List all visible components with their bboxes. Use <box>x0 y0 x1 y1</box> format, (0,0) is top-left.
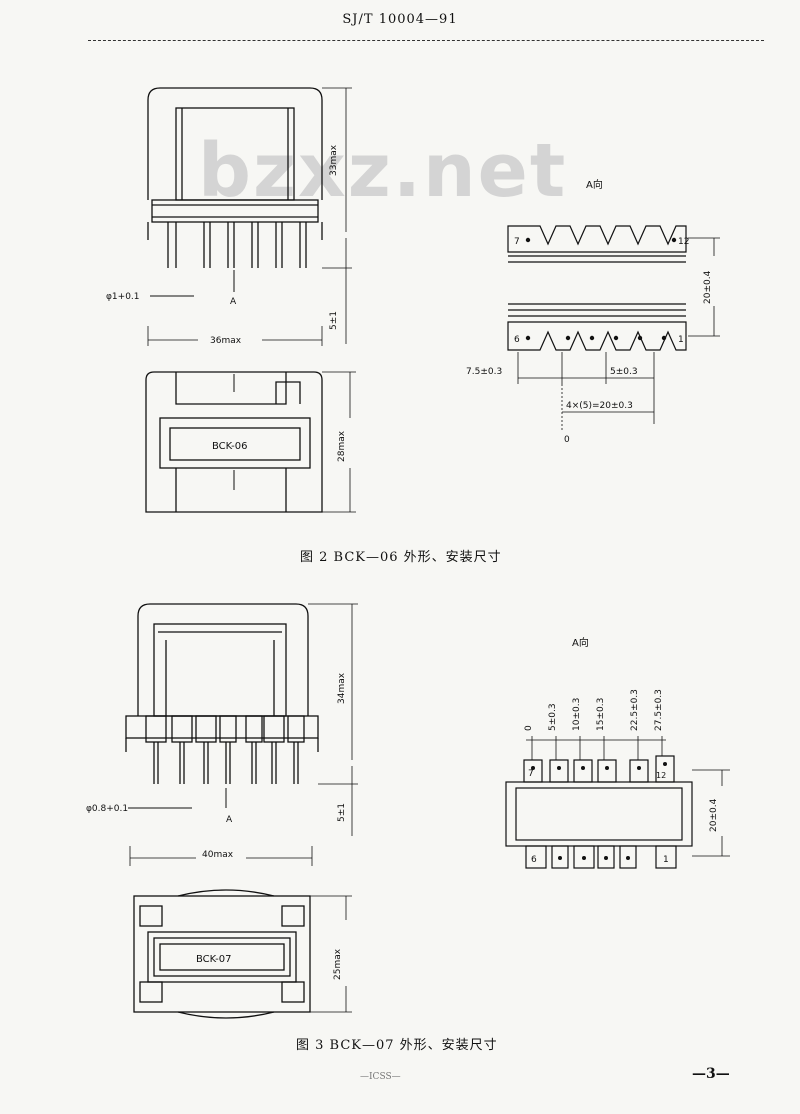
fig2-front-view <box>147 87 352 344</box>
fig3-height-label: 34max <box>337 672 347 704</box>
fig2-pin-dots <box>525 237 677 341</box>
fig3-pin-top-right: 12 <box>656 771 666 780</box>
fig2-depth-label: 28max <box>337 430 347 462</box>
fig3-pos-1: 5±0.3 <box>548 703 558 731</box>
fig2-height-label: 33max <box>329 144 339 176</box>
fig3-part-label: BCK-07 <box>196 954 232 965</box>
fig2-pin-top-left: 7 <box>514 237 520 247</box>
fig3-pos-0: 0 <box>524 725 534 731</box>
fig3-a-view <box>505 736 730 869</box>
fig3-width-label: 40max <box>202 850 234 860</box>
fig3-pos-2: 10±0.3 <box>572 698 582 731</box>
fig2-part-label: BCK-06 <box>212 441 248 452</box>
fig2-pin-length-label: 5±1 <box>329 311 339 330</box>
figure2-caption: 图 2 BCK—06 外形、安装尺寸 <box>300 550 502 565</box>
fig3-depth-label: 25max <box>333 948 343 980</box>
fig3-pos-3: 15±0.3 <box>596 698 606 731</box>
fig3-pin-top-left: 7 <box>528 769 534 779</box>
figure3-caption: 图 3 BCK—07 外形、安装尺寸 <box>296 1038 498 1053</box>
fig3-pin-bottom-right: 1 <box>663 855 669 865</box>
fig3-top-view <box>133 889 352 1019</box>
fig2-origin: 0 <box>564 435 570 445</box>
fig3-width-dim <box>129 846 313 866</box>
fig2-pitch-left: 7.5±0.3 <box>466 367 502 377</box>
fig3-pos-4: 22.5±0.3 <box>630 689 640 731</box>
fig2-pin-view-label: A <box>230 297 237 307</box>
fig3-view-title: A向 <box>572 636 589 649</box>
fig2-top-view <box>145 371 356 513</box>
fig2-width-label: 36max <box>210 336 242 346</box>
fig2-pin-diameter-label: φ1+0.1 <box>106 292 140 302</box>
fig2-width-dim <box>147 326 323 346</box>
fig3-pin-dots <box>531 762 667 860</box>
fig2-pin-bottom-left: 6 <box>514 335 520 345</box>
fig2-view-title: A向 <box>586 178 603 191</box>
fig2-pin-bottom-right: 1 <box>678 335 684 345</box>
fig2-pitch-total: 4×(5)=20±0.3 <box>566 401 633 411</box>
fig3-pin-diameter-label: φ0.8+0.1 <box>86 804 128 814</box>
footer-imprint: —ICSS— <box>360 1072 401 1082</box>
fig3-front-view <box>125 603 358 836</box>
page-number: —3— <box>692 1066 730 1082</box>
fig3-pos-5: 27.5±0.3 <box>654 689 664 731</box>
fig3-pin-view-label: A <box>226 815 233 825</box>
standard-code: SJ/T 10004—91 <box>342 12 458 27</box>
fig2-pin-top-right: 12 <box>678 237 689 247</box>
fig2-row-spacing: 20±0.4 <box>703 270 713 304</box>
fig2-a-view <box>507 225 720 430</box>
fig3-pin-bottom-left: 6 <box>531 855 537 865</box>
fig2-pitch: 5±0.3 <box>610 367 638 377</box>
header-rule <box>88 40 764 41</box>
fig3-row-spacing: 20±0.4 <box>709 798 719 832</box>
fig3-pin-length-label: 5±1 <box>337 803 347 822</box>
